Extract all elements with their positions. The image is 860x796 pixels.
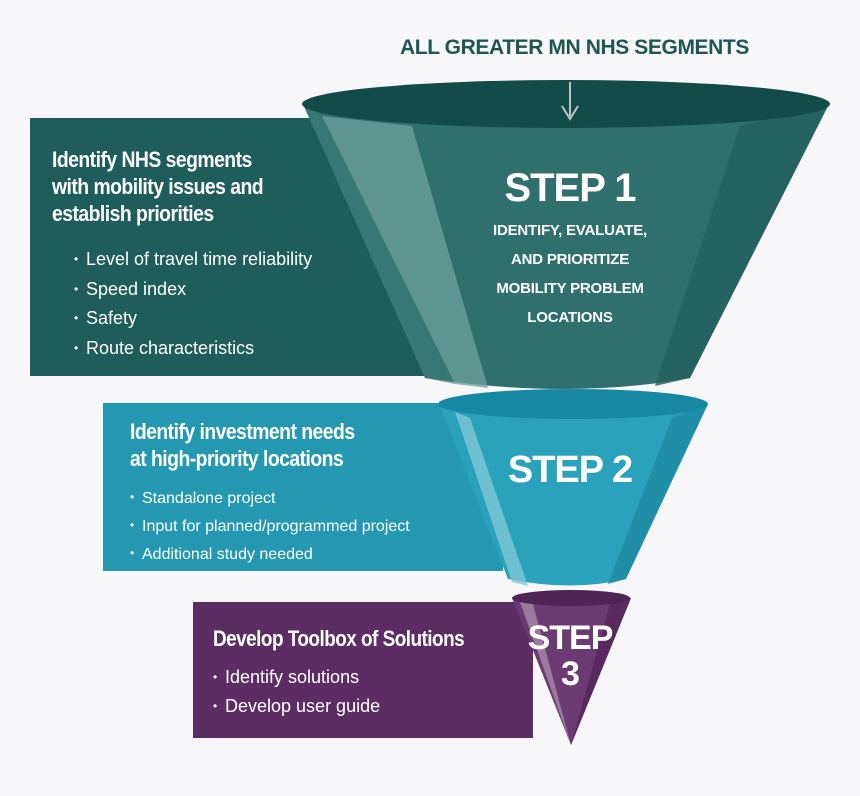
list-item: Route characteristics: [74, 334, 312, 364]
list-item: Standalone project: [130, 484, 410, 512]
step1-heading: Identify NHS segments with mobility issu…: [52, 146, 264, 227]
step3-heading: Develop Toolbox of Solutions: [213, 626, 465, 651]
list-item: Safety: [74, 304, 312, 334]
step2-heading: Identify investment needs at high-priori…: [130, 418, 355, 472]
list-item: Level of travel time reliability: [74, 245, 312, 275]
funnel-stage3-body: [512, 598, 631, 745]
funnel-arrow-head: [561, 105, 579, 121]
funnel-stage2-shade-right: [608, 404, 708, 584]
step1-subtitle-line: IDENTIFY, EVALUATE,: [493, 222, 647, 239]
funnel-stage1-shade-right: [655, 104, 829, 386]
funnel-stage1-shade-left: [303, 104, 455, 384]
step1-heading-line: with mobility issues and: [52, 174, 264, 199]
step1-subtitle-line: LOCATIONS: [527, 309, 613, 326]
list-item: Develop user guide: [213, 692, 380, 721]
top-label: ALL GREATER MN NHS SEGMENTS: [400, 36, 749, 59]
funnel-stage1-rim: [302, 80, 830, 128]
step3-title-line: STEP: [527, 619, 614, 657]
step2-heading-line: at high-priority locations: [130, 446, 344, 471]
step1-title: STEP 1: [504, 166, 636, 210]
funnel-stage2-rim: [438, 389, 708, 419]
step1-heading-line: Identify NHS segments: [52, 147, 252, 172]
list-item: Identify solutions: [213, 663, 380, 692]
funnel-stage3-shade-right: [571, 598, 631, 745]
step2-bullet-list: Standalone project Input for planned/pro…: [130, 484, 410, 568]
step2-title: STEP 2: [507, 449, 633, 491]
funnel-stage3-rim: [512, 590, 630, 606]
step2-heading-line: Identify investment needs: [130, 419, 355, 444]
step1-subtitle-line: MOBILITY PROBLEM: [496, 280, 644, 297]
funnel-stage2-highlight: [455, 412, 528, 586]
step3-bullet-list: Identify solutions Develop user guide: [213, 663, 380, 721]
list-item: Input for planned/programmed project: [130, 512, 410, 540]
list-item: Additional study needed: [130, 540, 410, 568]
list-item: Speed index: [74, 275, 312, 305]
funnel-stage1-highlight: [322, 116, 488, 388]
funnel-stage3-highlight: [520, 602, 571, 745]
step1-subtitle: IDENTIFY, EVALUATE, AND PRIORITIZE MOBIL…: [460, 216, 680, 332]
step1-heading-line: establish priorities: [52, 201, 214, 226]
step1-subtitle-line: AND PRIORITIZE: [510, 251, 630, 268]
step3-title-line: 3: [561, 655, 580, 693]
step1-bullet-list: Level of travel time reliability Speed i…: [74, 245, 312, 363]
step3-title: STEP 3: [520, 620, 620, 692]
